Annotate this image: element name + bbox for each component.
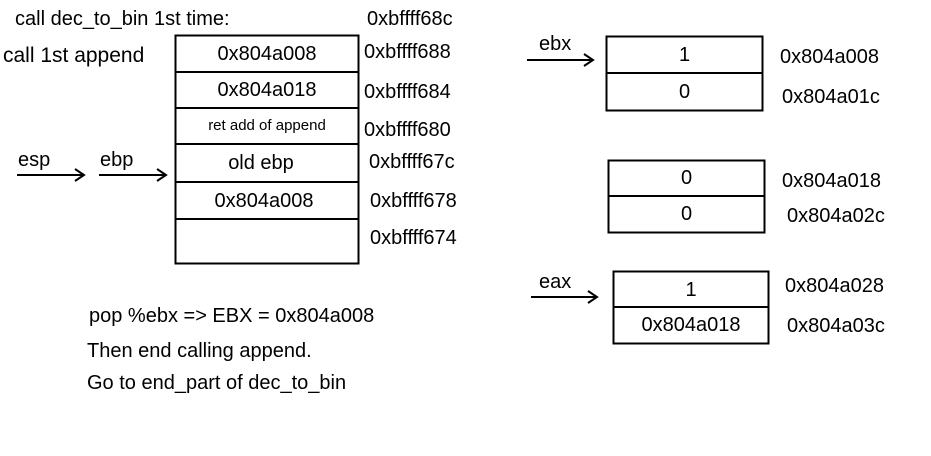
- heap-3-address-1: 0x804a028: [785, 275, 884, 297]
- ebx-arrow: [527, 53, 595, 67]
- stack-address-3: 0xbffff680: [364, 119, 451, 141]
- note-line-1: pop %ebx => EBX = 0x804a008: [89, 305, 375, 327]
- stack-address-2: 0xbffff684: [364, 81, 451, 103]
- title-address: 0xbffff68c: [367, 8, 453, 30]
- heap-2-address-1: 0x804a018: [782, 170, 881, 192]
- stack-side-label: call 1st append: [3, 44, 145, 67]
- heap-2-value-1: 0: [680, 167, 693, 189]
- stack-cell-4: old ebp: [228, 152, 294, 174]
- heap-3-value-1: 1: [685, 278, 697, 301]
- stack-cell-3: ret add of append: [208, 116, 326, 134]
- ebp-label: ebp: [100, 149, 134, 171]
- note-line-3: Go to end_part of dec_to_bin: [87, 372, 347, 394]
- esp-arrow: [17, 168, 86, 182]
- stack-address-6: 0xbffff674: [370, 227, 457, 249]
- eax-arrow: [531, 290, 599, 304]
- eax-label: eax: [539, 271, 572, 293]
- heap-1-value-1: 1: [678, 43, 691, 66]
- stack-address-1: 0xbffff688: [364, 41, 451, 63]
- stack-frame: [174, 34, 360, 265]
- diagram-title: call dec_to_bin 1st time:: [15, 8, 230, 30]
- heap-1-address-1: 0x804a008: [780, 46, 879, 68]
- ebx-label: ebx: [539, 33, 572, 55]
- heap-2-address-2: 0x804a02c: [787, 205, 885, 227]
- heap-3-value-2: 0x804a018: [641, 314, 741, 336]
- note-line-2: Then end calling append.: [87, 340, 312, 362]
- heap-1-address-2: 0x804a01c: [782, 86, 880, 108]
- stack-cell-2: 0x804a018: [217, 79, 317, 101]
- stack-cell-6: [176, 220, 358, 262]
- heap-3-address-2: 0x804a03c: [787, 315, 885, 337]
- heap-1-value-2: 0: [678, 80, 691, 103]
- stack-cell-5: 0x804a008: [214, 189, 314, 212]
- stack-address-5: 0xbffff678: [370, 190, 457, 212]
- stack-address-4: 0xbffff67c: [369, 151, 455, 173]
- heap-2-value-2: 0: [680, 203, 693, 225]
- esp-label: esp: [18, 149, 51, 171]
- ebp-arrow: [99, 168, 168, 182]
- stack-cell-1: 0x804a008: [217, 43, 317, 65]
